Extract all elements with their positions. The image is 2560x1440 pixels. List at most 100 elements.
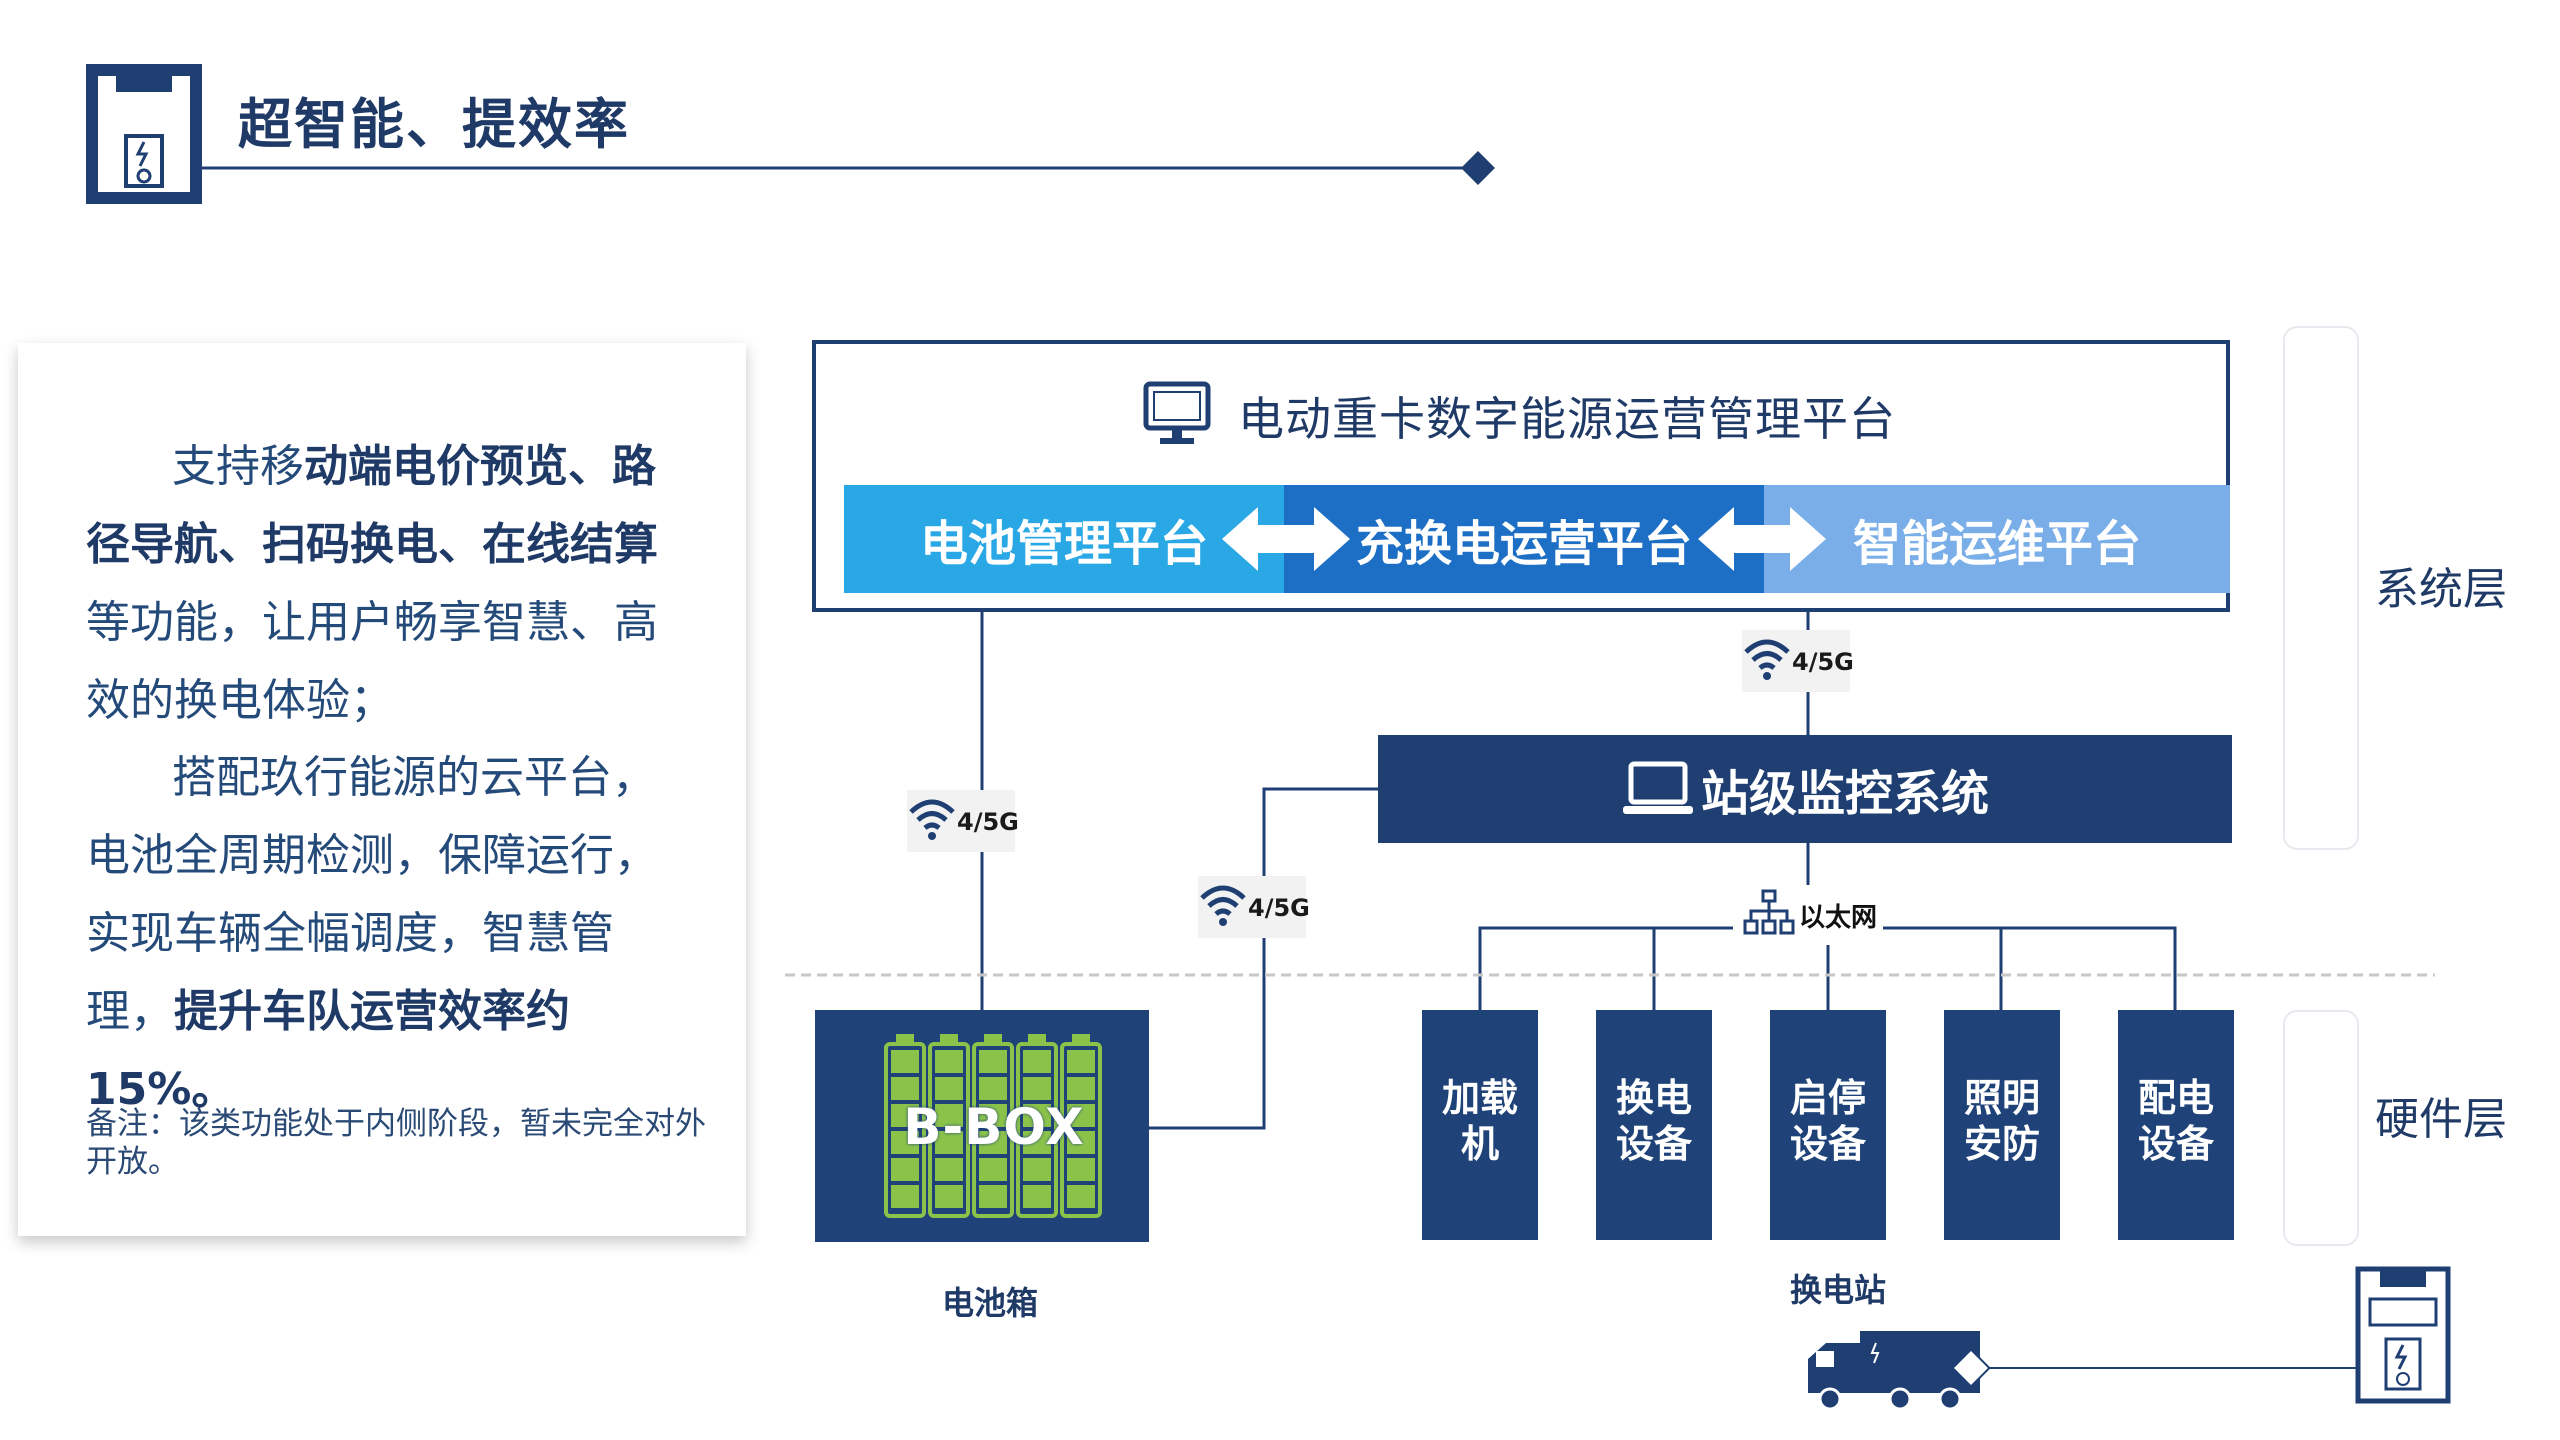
battery-cell-segment	[1023, 1104, 1051, 1127]
double-arrow-icon	[1698, 507, 1826, 571]
battery-cell-segment	[935, 1158, 963, 1181]
battery-cell-segment	[935, 1185, 963, 1208]
system-layer-label: 系统层	[2375, 564, 2507, 615]
double-arrow-icon	[1222, 507, 1350, 571]
platform-label: 智能运维平台	[1852, 516, 2141, 572]
battery-cell-segment	[891, 1185, 919, 1208]
battery-cell-segment	[891, 1104, 919, 1127]
para2-text-a: 搭配玖行能源的云平台，电池全周期检测，保障运行，实现车辆全幅调度，智慧管理，	[86, 752, 658, 1037]
battery-cell-segment	[1067, 1104, 1095, 1127]
battery-cell	[972, 1042, 1014, 1218]
station-system-label: 站级监控系统	[1700, 766, 1989, 822]
battery-cell-segment	[935, 1131, 963, 1154]
system-layer-bracket	[2283, 326, 2359, 850]
battery-cell-segment	[979, 1131, 1007, 1154]
equipment-line: 设备	[2137, 1122, 2214, 1166]
ethernet-badge: 以太网	[1733, 885, 1883, 945]
swap-station-logo-icon	[2355, 1266, 2451, 1404]
footer-diamond	[1951, 1348, 1991, 1388]
network-label: 4/5G	[1248, 894, 1310, 922]
bbox-label: B-BOX	[903, 1098, 1085, 1156]
battery-cell-segment	[935, 1104, 963, 1127]
battery-cell-segment	[1067, 1158, 1095, 1181]
station-monitor-system: 站级监控系统	[1378, 735, 2232, 843]
para1-text-c: 等功能，让用户畅享智慧、高效的换电体验；	[86, 597, 658, 726]
battery-cell-segment	[891, 1077, 919, 1100]
battery-cell-cap	[896, 1034, 914, 1044]
battery-cell-segment	[1067, 1185, 1095, 1208]
battery-cell-segment	[979, 1050, 1007, 1073]
equipment-power-distribution: 配电设备	[2118, 1010, 2234, 1240]
station-caption: 换电站	[1790, 1271, 1887, 1309]
equipment-line: 照明	[1963, 1076, 2040, 1120]
battery-cell-segment	[1067, 1050, 1095, 1073]
battery-management-platform: 电池管理平台	[844, 485, 1284, 593]
battery-cell-cap	[984, 1034, 1002, 1044]
equipment-lighting-security: 照明安防	[1944, 1010, 2060, 1240]
para1-text-b: 动端电价预览、路径导航、扫码换电、在线结算	[86, 441, 658, 570]
header-decoration	[86, 64, 1495, 204]
equipment-line: 设备	[1615, 1122, 1692, 1166]
truck-icon	[1808, 1331, 1980, 1411]
bbox-station-line	[1149, 787, 1378, 1130]
battery-cell-segment	[935, 1077, 963, 1100]
info-card: 支持移动端电价预览、路径导航、扫码换电、在线结算等功能，让用户畅享智慧、高效的换…	[18, 343, 746, 1236]
wifi-icon	[1200, 885, 1246, 926]
rule-diamond	[1461, 151, 1495, 185]
equipment-line: 启停	[1789, 1076, 1866, 1120]
battery-cell-segment	[1023, 1077, 1051, 1100]
network-badge-bms: 4/5G	[907, 790, 1019, 852]
equipment-start-stop: 启停设备	[1770, 1010, 1886, 1240]
equipment-line: 安防	[1963, 1122, 2040, 1166]
battery-cell-segment	[979, 1104, 1007, 1127]
smart-maintenance-platform: 智能运维平台	[1764, 485, 2230, 593]
battery-cell	[1016, 1042, 1058, 1218]
hardware-layer-label: 硬件层	[2375, 1094, 2507, 1145]
battery-cell-segment	[935, 1050, 963, 1073]
feature-paragraph-1: 支持移动端电价预览、路径导航、扫码换电、在线结算等功能，让用户畅享智慧、高效的换…	[86, 428, 686, 740]
battery-cell-cap	[1072, 1034, 1090, 1044]
equipment-line: 配电	[2137, 1076, 2214, 1120]
network-label: 4/5G	[1792, 648, 1854, 676]
battery-cell-segment	[1067, 1131, 1095, 1154]
platform-label: 电池管理平台	[919, 516, 1208, 572]
battery-cell-segment	[1067, 1077, 1095, 1100]
battery-cell-segment	[1023, 1185, 1051, 1208]
battery-cell-segment	[979, 1077, 1007, 1100]
equipment-line: 机	[1460, 1122, 1499, 1166]
battery-cell	[884, 1042, 926, 1218]
battery-cell-cap	[940, 1034, 958, 1044]
platform-title: 电动重卡数字能源运营管理平台	[1238, 392, 1896, 446]
battery-cell-segment	[1023, 1158, 1051, 1181]
equipment-swap: 换电设备	[1596, 1010, 1712, 1240]
feature-paragraph-2: 搭配玖行能源的云平台，电池全周期检测，保障运行，实现车辆全幅调度，智慧管理，提升…	[86, 739, 686, 1129]
laptop-icon	[1622, 761, 1693, 814]
platform-label: 充换电运营平台	[1355, 516, 1692, 572]
network-badge-ops: 4/5G	[1742, 630, 1854, 692]
swap-station-logo-icon	[86, 64, 202, 204]
equipment-line: 加载	[1441, 1076, 1518, 1120]
footer-decoration	[1808, 1266, 2451, 1411]
wifi-icon	[909, 799, 955, 840]
network-badge-bbox: 4/5G	[1198, 876, 1310, 938]
battery-cell	[928, 1042, 970, 1218]
equipment-loader: 加载机	[1422, 1010, 1538, 1240]
battery-cell-segment	[891, 1158, 919, 1181]
wifi-icon	[1744, 639, 1790, 680]
note-text: 备注：该类功能处于内侧阶段，暂未完全对外开放。	[86, 1106, 706, 1180]
battery-cell	[1060, 1042, 1102, 1218]
battery-cell-segment	[1023, 1050, 1051, 1073]
battery-caption: 电池箱	[942, 1284, 1039, 1322]
battery-cell-segment	[891, 1131, 919, 1154]
battery-cells-icon	[884, 1034, 1102, 1218]
page-title: 超智能、提效率	[238, 93, 630, 156]
para2-text-b: 提升车队运营效率约15%。	[86, 986, 570, 1115]
battery-cell-segment	[979, 1158, 1007, 1181]
ethernet-label: 以太网	[1799, 903, 1878, 933]
battery-cell-cap	[1028, 1034, 1046, 1044]
battery-cell-segment	[891, 1050, 919, 1073]
equipment-line: 换电	[1615, 1076, 1692, 1120]
equipment-line: 设备	[1789, 1122, 1866, 1166]
network-label: 4/5G	[957, 808, 1019, 836]
